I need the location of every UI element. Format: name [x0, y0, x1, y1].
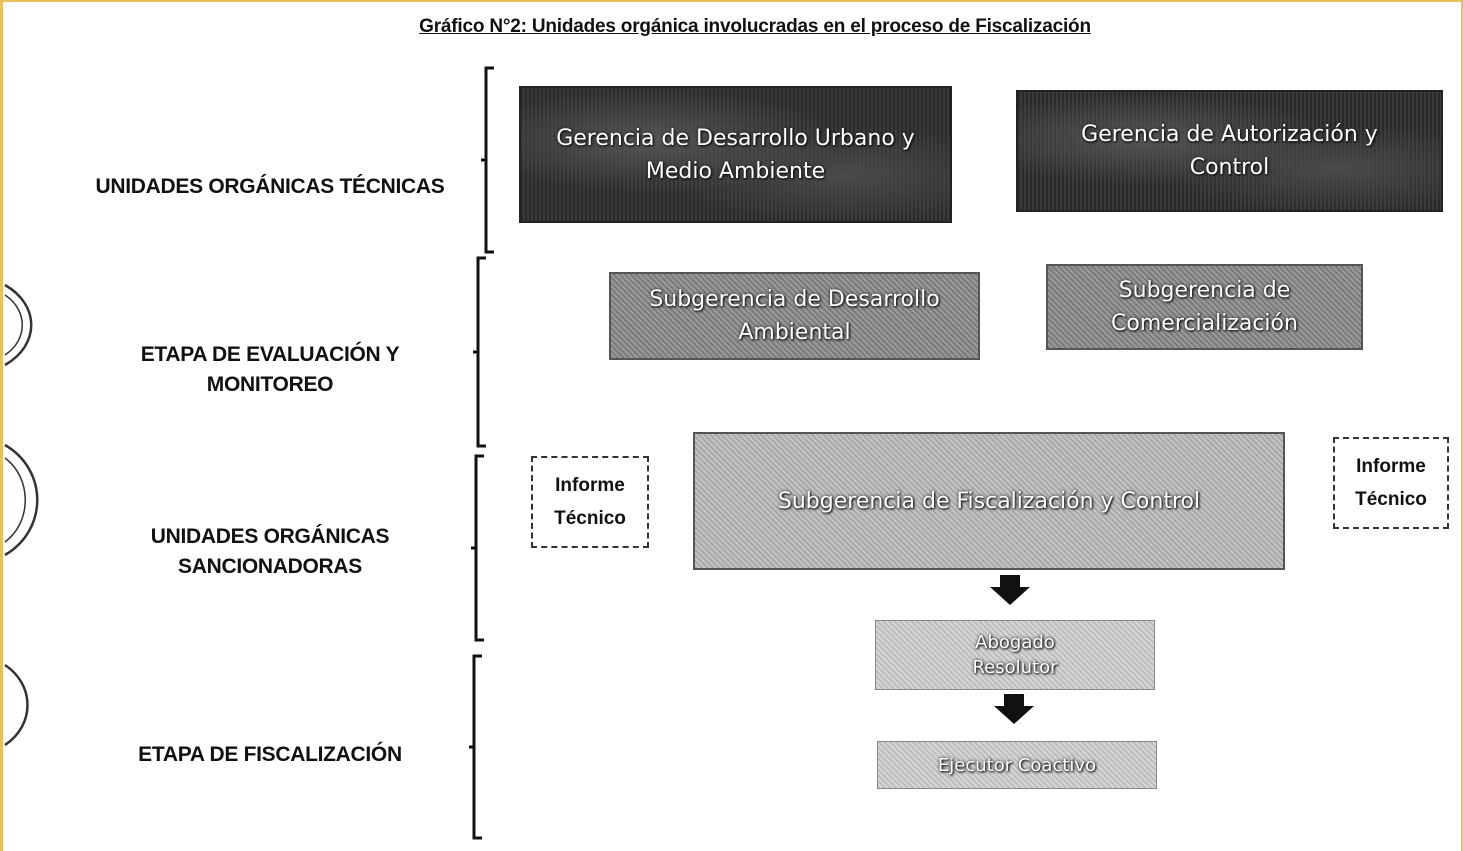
- box-gerencia-autorizacion: Gerencia de Autorización y Control: [1016, 90, 1443, 212]
- stage-label-fiscalization: ETAPA DE FISCALIZACIÓN: [60, 740, 480, 770]
- stage-sanction-line-1: UNIDADES ORGÁNICAS: [150, 525, 390, 548]
- box-ejecutor-label: Ejecutor Coactivo: [937, 754, 1097, 776]
- box-subgerencia-comercializacion: Subgerencia de Comercialización: [1046, 264, 1363, 350]
- informe-left-line-2: Técnico: [554, 508, 626, 529]
- stage-evaluation-line-2: MONITOREO: [206, 373, 334, 396]
- stage-technical-line-1: UNIDADES ORGÁNICAS TÉCNICAS: [95, 175, 445, 198]
- informe-right-line-1: Informe: [1356, 456, 1426, 477]
- box-abogado-resolutor: Abogado Resolutor: [875, 620, 1155, 690]
- brace-sanction: [471, 454, 484, 642]
- stage-label-evaluation: ETAPA DE EVALUACIÓN Y MONITOREO: [60, 340, 480, 400]
- box-subgerencia-comercializacion-line-1: Subgerencia de: [1118, 278, 1291, 303]
- brace-technical: [481, 66, 494, 254]
- stage-label-sanction: UNIDADES ORGÁNICAS SANCIONADORAS: [60, 522, 480, 582]
- stamp-seal-icon: [4, 283, 33, 367]
- brace-fiscalization: [469, 654, 482, 840]
- informe-tecnico-right: Informe Técnico: [1333, 437, 1449, 529]
- box-gerencia-desarrollo-line-1: Gerencia de Desarrollo Urbano y: [556, 125, 915, 151]
- box-subgerencia-fiscalizacion-label: Subgerencia de Fiscalización y Control: [777, 488, 1201, 514]
- stage-evaluation-line-1: ETAPA DE EVALUACIÓN Y: [140, 343, 400, 366]
- stage-sanction-line-2: SANCIONADORAS: [178, 555, 362, 578]
- diagram-title: Gráfico N°2: Unidades orgánica involucra…: [419, 16, 1091, 37]
- box-subgerencia-fiscalizacion: Subgerencia de Fiscalización y Control: [693, 432, 1285, 570]
- stage-fiscalization-line-1: ETAPA DE FISCALIZACIÓN: [138, 743, 402, 766]
- box-ejecutor-coactivo: Ejecutor Coactivo: [877, 741, 1157, 789]
- arrow-down-icon: [994, 694, 1034, 724]
- box-subgerencia-ambiental-line-2: Ambiental: [738, 320, 851, 345]
- arrow-down-icon: [990, 575, 1030, 605]
- box-subgerencia-comercializacion-line-2: Comercialización: [1111, 311, 1298, 336]
- box-gerencia-desarrollo-line-2: Medio Ambiente: [645, 158, 826, 184]
- box-gerencia-desarrollo-urbano: Gerencia de Desarrollo Urbano y Medio Am…: [519, 86, 952, 223]
- box-gerencia-autorizacion-line-1: Gerencia de Autorización y: [1081, 122, 1378, 147]
- stamp-seal-icon: [4, 663, 29, 747]
- box-abogado-line-2: Resolutor: [972, 657, 1058, 678]
- box-gerencia-autorizacion-line-2: Control: [1189, 155, 1270, 180]
- informe-left-line-1: Informe: [555, 475, 625, 496]
- box-abogado-line-1: Abogado: [975, 632, 1055, 653]
- box-subgerencia-ambiental-line-1: Subgerencia de Desarrollo: [649, 287, 940, 312]
- stamp-seal-icon: [4, 443, 39, 557]
- informe-tecnico-left: Informe Técnico: [531, 456, 649, 548]
- informe-right-line-2: Técnico: [1355, 489, 1427, 510]
- brace-evaluation: [473, 256, 486, 448]
- box-subgerencia-ambiental: Subgerencia de Desarrollo Ambiental: [609, 272, 980, 360]
- stage-label-technical: UNIDADES ORGÁNICAS TÉCNICAS: [40, 172, 500, 202]
